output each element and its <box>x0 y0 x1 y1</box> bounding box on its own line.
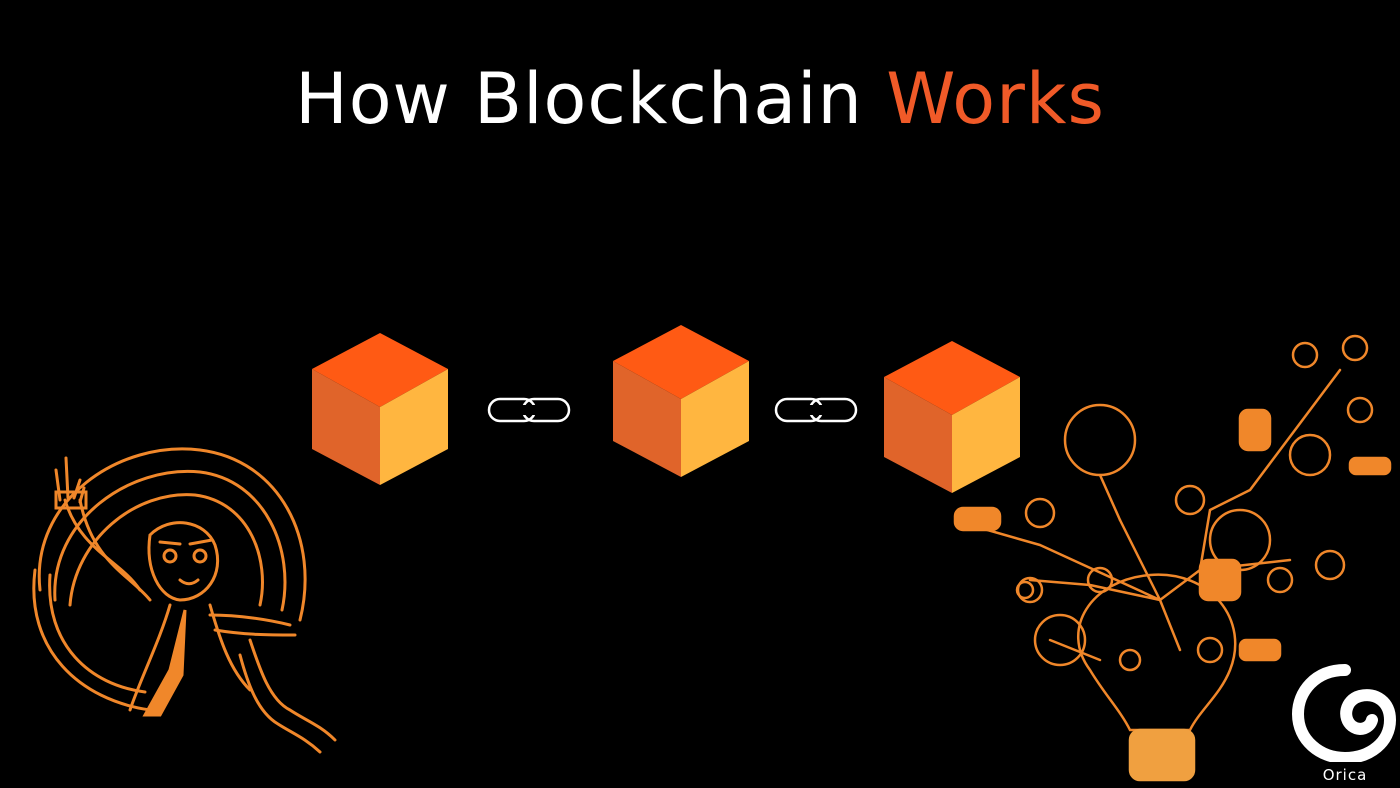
lightbulbs-sketch-icon <box>953 334 1392 782</box>
block-1-cube-icon <box>312 333 448 485</box>
chain-link-2-icon <box>774 397 858 423</box>
chain-link-1-icon <box>487 397 571 423</box>
man-pointing-sketch-icon <box>32 447 337 754</box>
slide-title: How Blockchain Works <box>0 58 1400 140</box>
block-3-cube-icon <box>884 341 1020 493</box>
orica-logo-text: Orica <box>1322 766 1368 784</box>
orica-logo-icon <box>1291 664 1397 765</box>
block-2-cube-icon <box>613 325 749 477</box>
title-lead: How Blockchain <box>295 58 887 140</box>
orica-logo: Orica <box>1290 662 1400 788</box>
title-accent: Works <box>886 58 1105 140</box>
